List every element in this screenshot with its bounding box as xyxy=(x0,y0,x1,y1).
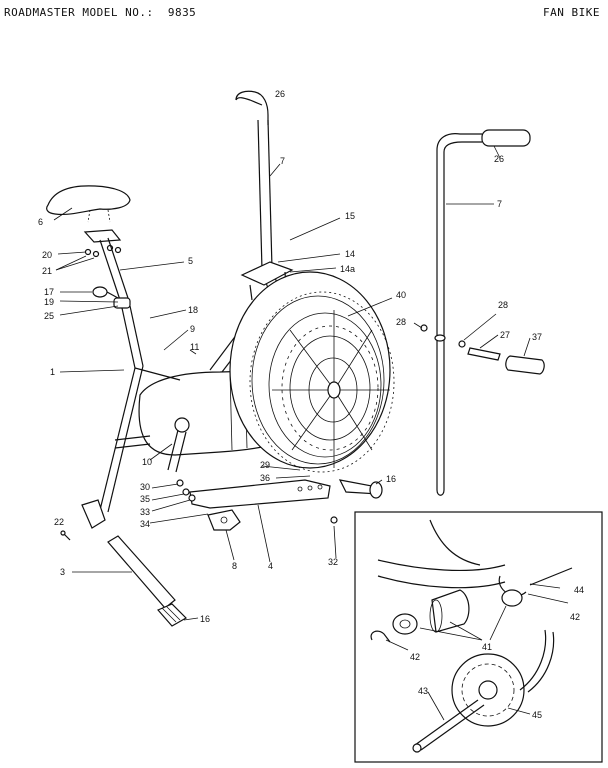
callout-14: 14 xyxy=(345,249,355,259)
callout-26-right: 26 xyxy=(494,154,504,164)
callout-10: 10 xyxy=(142,457,152,467)
callout-14a: 14a xyxy=(340,264,355,274)
callout-6: 6 xyxy=(38,217,43,227)
left-pedal-crank xyxy=(167,417,190,473)
callout-34: 34 xyxy=(140,519,150,529)
leader-lines xyxy=(53,145,569,721)
callout-43: 43 xyxy=(418,686,428,696)
callout-labels: 6 20 21 5 17 19 25 18 9 11 1 10 26 7 15 … xyxy=(38,89,584,720)
callout-20: 20 xyxy=(42,250,52,260)
callout-29: 29 xyxy=(260,460,270,470)
washer-part-32 xyxy=(330,516,338,524)
callout-16-right: 16 xyxy=(386,474,396,484)
callout-9: 9 xyxy=(190,324,195,334)
callout-22: 22 xyxy=(54,517,64,527)
callout-28-left: 28 xyxy=(396,317,406,327)
callout-11: 11 xyxy=(190,342,199,352)
bolt-part-22 xyxy=(60,530,71,541)
callout-42-right: 42 xyxy=(570,612,580,622)
callout-5: 5 xyxy=(188,256,193,266)
callout-36: 36 xyxy=(260,473,270,483)
callout-45: 45 xyxy=(532,710,542,720)
seat xyxy=(46,185,131,223)
right-pedal xyxy=(338,479,383,499)
seat-post xyxy=(99,237,129,301)
lower-bracket xyxy=(176,479,331,531)
callout-40: 40 xyxy=(396,290,406,300)
bike-assembly xyxy=(46,90,395,627)
callout-17: 17 xyxy=(44,287,54,297)
front-stabilizer xyxy=(107,535,187,627)
callout-28-right: 28 xyxy=(498,300,508,310)
callout-37: 37 xyxy=(532,332,542,342)
seat-clamp xyxy=(83,229,122,258)
callout-27: 27 xyxy=(500,330,510,340)
callout-3: 3 xyxy=(60,567,65,577)
callout-42-left: 42 xyxy=(410,652,420,662)
callout-21: 21 xyxy=(42,266,52,276)
callout-44: 44 xyxy=(574,585,584,595)
callout-26-left: 26 xyxy=(275,89,285,99)
callout-18: 18 xyxy=(188,305,198,315)
callout-1: 1 xyxy=(50,367,55,377)
sprocket xyxy=(451,653,525,727)
fan-wheel xyxy=(229,271,395,473)
callout-7-left: 7 xyxy=(280,156,285,166)
callout-4: 4 xyxy=(268,561,273,571)
callout-19: 19 xyxy=(44,297,54,307)
product-name: FAN BIKE xyxy=(543,6,600,19)
callout-33: 33 xyxy=(140,507,150,517)
callout-15: 15 xyxy=(345,211,355,221)
callout-16-left: 16 xyxy=(200,614,210,624)
callout-25: 25 xyxy=(44,311,54,321)
callout-30: 30 xyxy=(140,482,150,492)
callout-7-right: 7 xyxy=(497,199,502,209)
callout-41: 41 xyxy=(482,642,492,652)
seat-adjust-knob xyxy=(92,286,131,309)
model-number-title: ROADMASTER MODEL NO.: 9835 xyxy=(4,6,197,19)
callout-8: 8 xyxy=(232,561,237,571)
right-handlebar-exploded xyxy=(420,129,545,496)
callout-32: 32 xyxy=(328,557,338,567)
callout-35: 35 xyxy=(140,494,150,504)
inset-detail xyxy=(354,511,603,763)
